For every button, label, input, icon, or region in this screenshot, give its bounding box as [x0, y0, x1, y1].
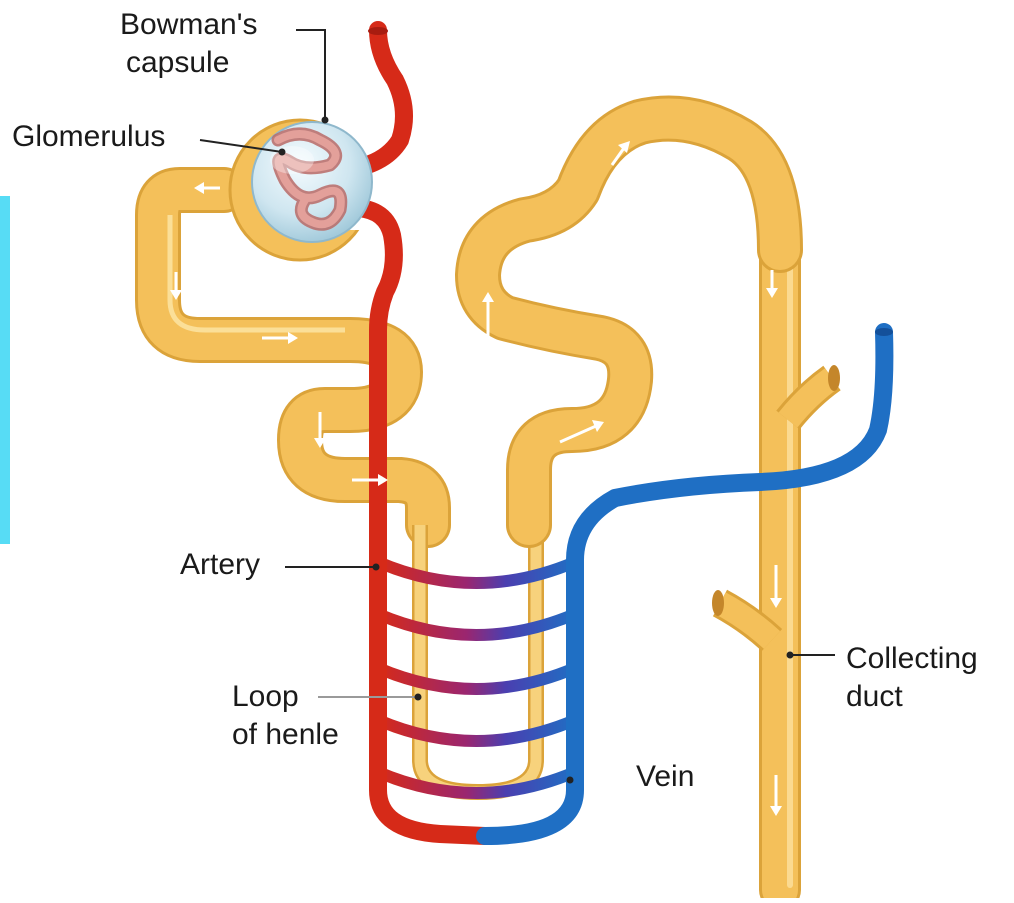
bowmans-capsule-leader — [296, 30, 325, 120]
loop-of-henle — [420, 525, 536, 792]
vein-label: Vein — [636, 760, 694, 794]
capillary-rung — [378, 668, 575, 689]
glomerulus — [252, 122, 372, 242]
capillary-rung — [378, 614, 575, 635]
bowmans-capsule-label-line2: capsule — [126, 46, 229, 80]
loop-of-henle-label-line2: of henle — [232, 718, 339, 752]
bowmans-capsule-label-line1: Bowman's — [120, 8, 257, 42]
glomerulus-label: Glomerulus — [12, 120, 165, 154]
capillary-network — [378, 562, 575, 793]
collecting-duct-label-line2: duct — [846, 680, 903, 714]
capillary-rung — [378, 772, 575, 793]
loop-of-henle-label-line1: Loop — [232, 680, 299, 714]
collecting-duct-label-line1: Collecting — [846, 642, 978, 676]
capillary-rung — [378, 562, 575, 583]
side-accent-bar — [0, 196, 10, 544]
capillary-rung — [378, 720, 575, 741]
distal-tubule — [478, 119, 780, 525]
artery-label: Artery — [180, 548, 260, 582]
